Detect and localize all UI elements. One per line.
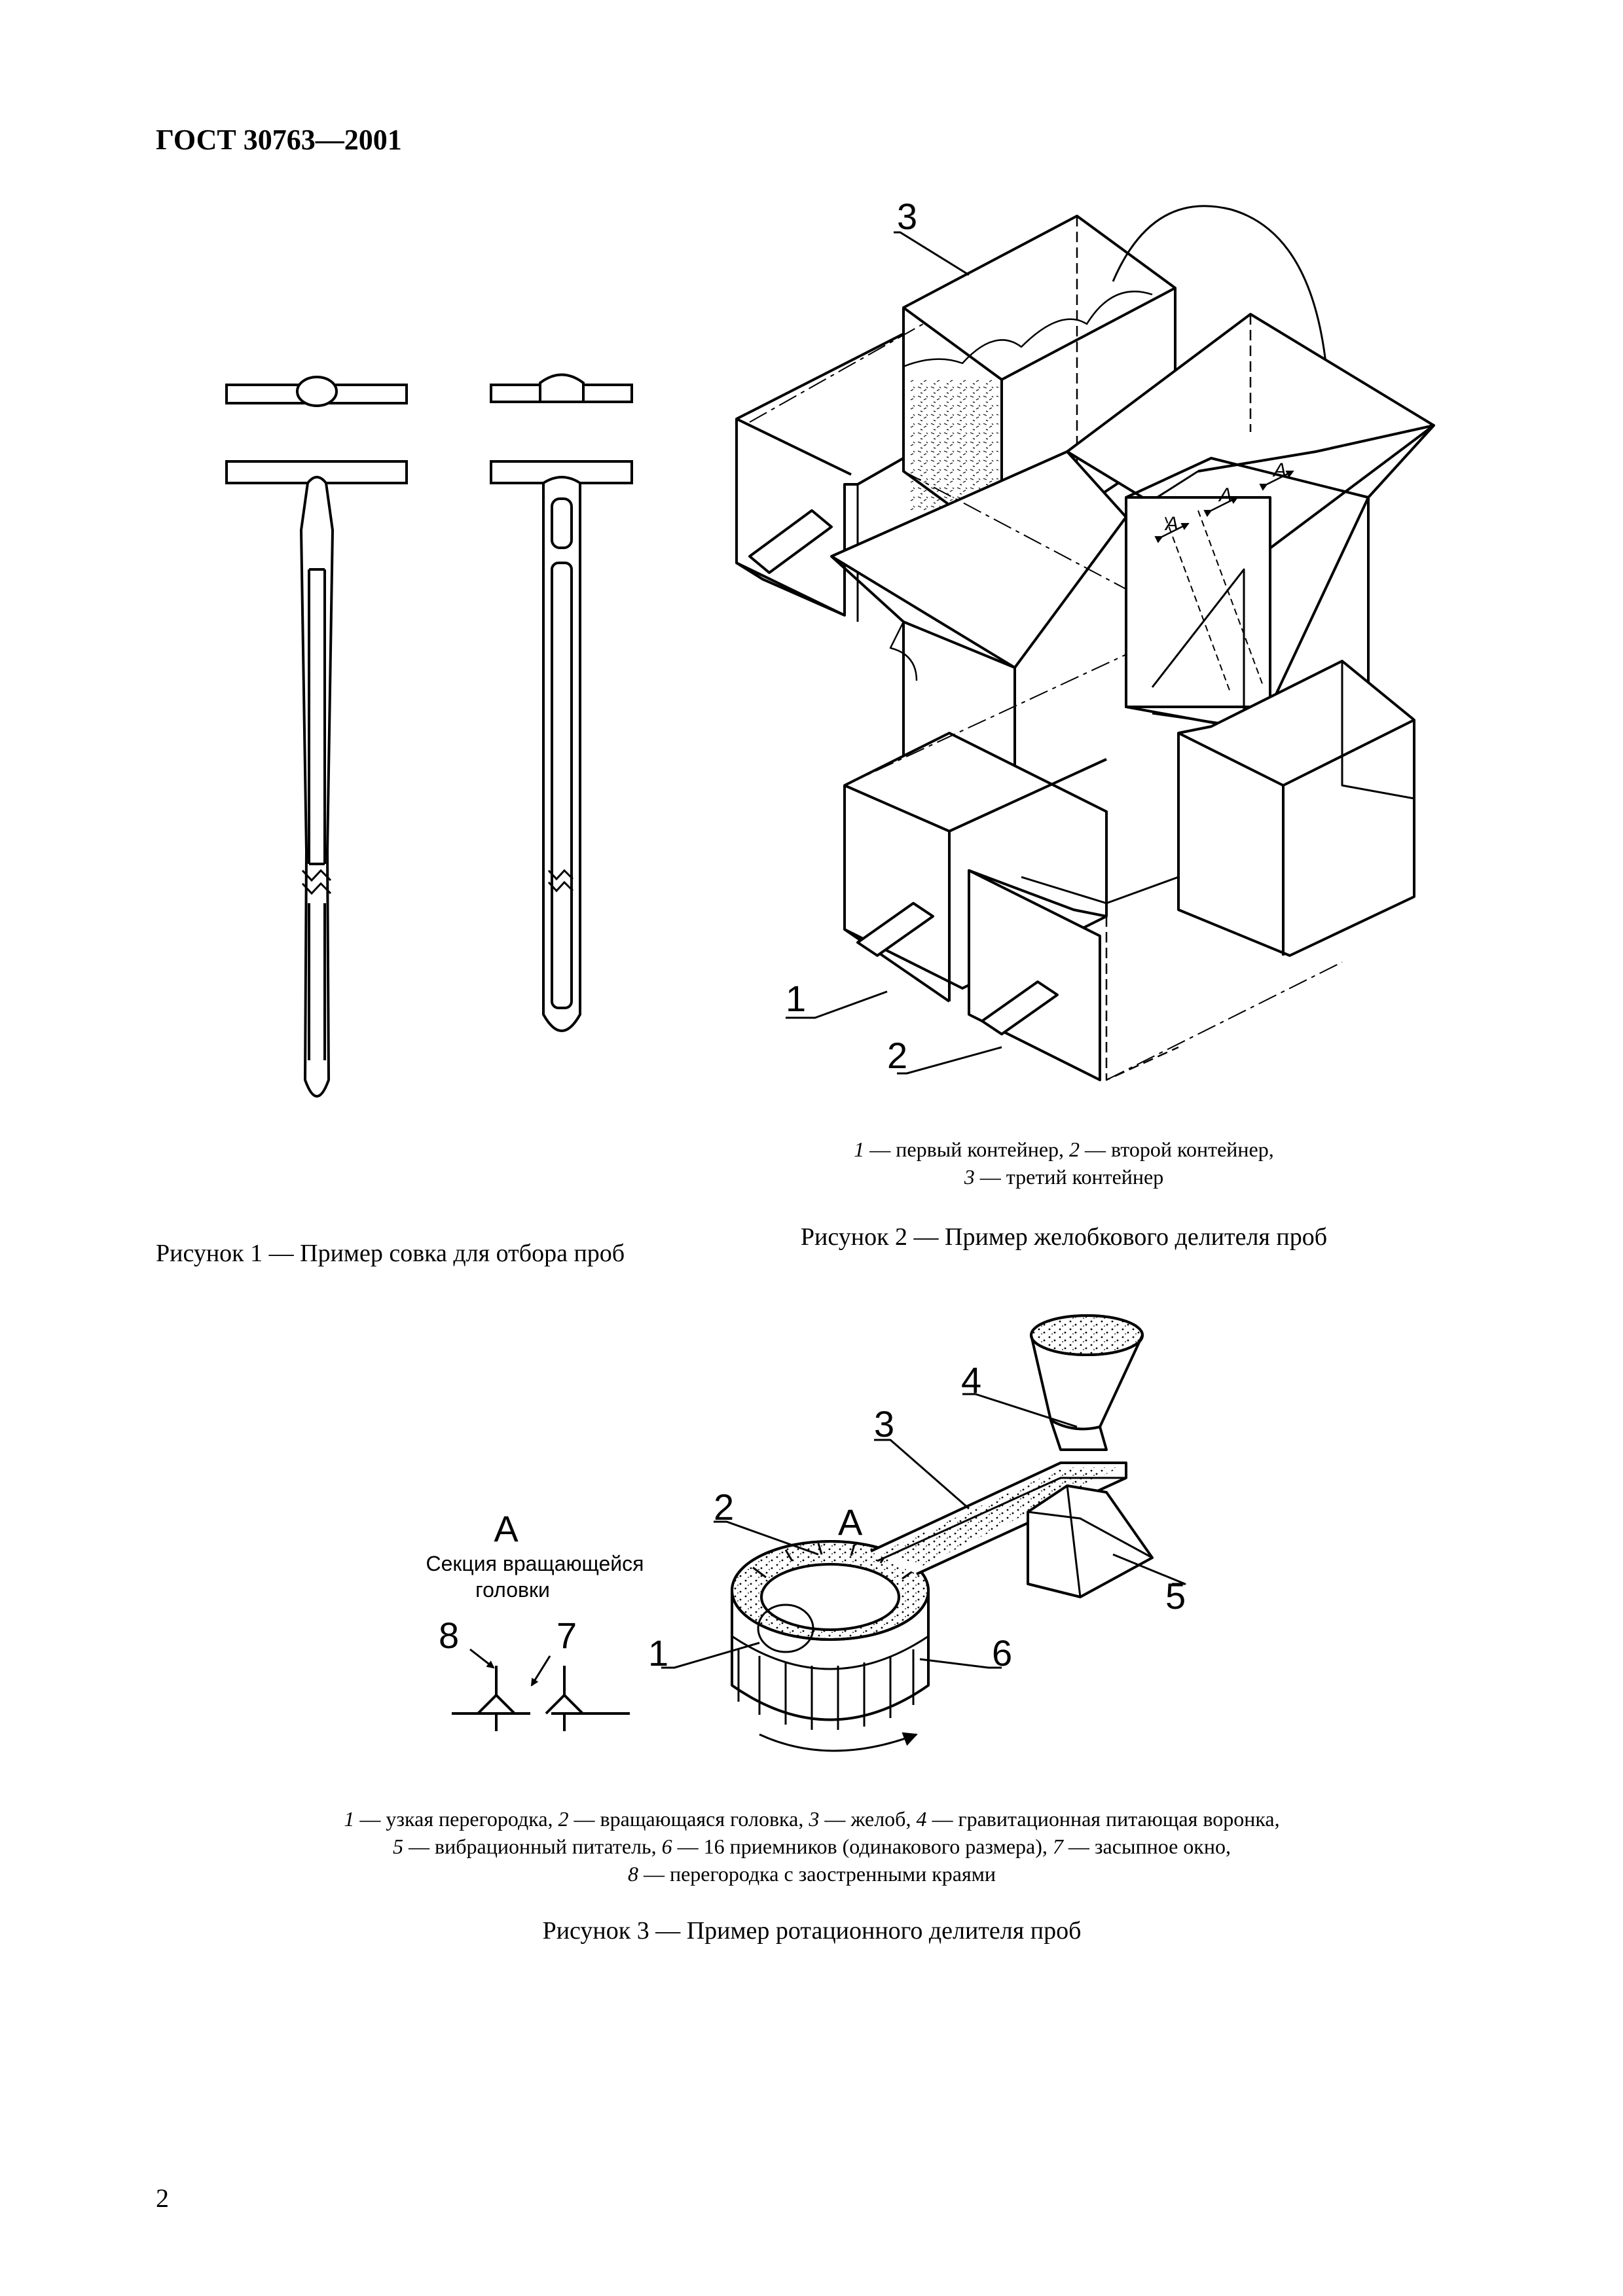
fig2-dim-a1: A: [1164, 513, 1178, 535]
fig3-label-4: 4: [961, 1359, 981, 1401]
fig2-legend-n3: 3: [964, 1165, 975, 1189]
fig3-label-8: 8: [439, 1615, 459, 1656]
fig2-caption: Рисунок 2 — Пример желобкового делителя …: [800, 1223, 1328, 1251]
page-number: 2: [156, 2183, 169, 2213]
fig3-label-6: 6: [992, 1632, 1012, 1674]
fig3-section-line1: Секция вращающейся: [426, 1552, 644, 1575]
fig3-legend-n5: 5: [393, 1835, 404, 1858]
fig2-dim-a2: A: [1218, 484, 1232, 506]
fig2-legend-t1: — первый контейнер,: [864, 1138, 1070, 1161]
fig2-splitter: [735, 205, 1435, 1081]
fig2-legend-t2: — второй контейнер,: [1080, 1138, 1274, 1161]
fig3-legend-n4: 4: [916, 1807, 927, 1831]
fig3-section-title: А: [494, 1508, 519, 1549]
fig3-legend-n7: 7: [1052, 1835, 1063, 1858]
fig1-scoop-left: [225, 376, 408, 1098]
fig2-legend-n1: 1: [854, 1138, 865, 1161]
fig3-legend-t5: — вибрационный питатель,: [403, 1835, 662, 1858]
fig3-label-7: 7: [556, 1615, 577, 1656]
fig3-legend-t2: — вращающаяся головка,: [568, 1807, 809, 1831]
fig3-label-3: 3: [874, 1403, 894, 1444]
fig2-legend-t3: — третий контейнер: [974, 1165, 1164, 1189]
fig2-legend-n2: 2: [1069, 1138, 1080, 1161]
fig2-label-3: 3: [897, 196, 917, 237]
fig3-legend-t3: — желоб,: [819, 1807, 917, 1831]
fig1-scoop-right: [490, 373, 633, 1032]
fig3-legend-t8: — перегородка с заостренными краями: [638, 1862, 996, 1886]
fig2-dim-a3: A: [1272, 459, 1286, 481]
fig2-label-2: 2: [887, 1035, 907, 1076]
fig3-caption: Рисунок 3 — Пример ротационного делителя…: [542, 1917, 1082, 1945]
fig2-label-1: 1: [786, 978, 806, 1019]
fig3-legend-n8: 8: [627, 1862, 638, 1886]
fig3-apparatus: [661, 1314, 1186, 1752]
fig3-section-line2: головки: [475, 1578, 550, 1602]
fig3-label-1: 1: [648, 1632, 668, 1674]
fig3-legend-t7: — засыпное окно,: [1063, 1835, 1231, 1858]
fig3-label-5: 5: [1165, 1575, 1186, 1617]
fig3-legend-n1: 1: [344, 1807, 355, 1831]
fig3-legend-n6: 6: [661, 1835, 672, 1858]
fig3-legend-t4: — гравитационная питающая воронка,: [926, 1807, 1280, 1831]
fig3-legend: 1 — узкая перегородка, 2 — вращающаяся г…: [196, 1805, 1427, 1888]
fig1-caption: Рисунок 1 — Пример совка для отбора проб: [156, 1240, 625, 1267]
fig3-label-a: A: [838, 1501, 863, 1543]
fig3-legend-n2: 2: [558, 1807, 569, 1831]
fig3-legend-t1: — узкая перегородка,: [354, 1807, 558, 1831]
fig2-legend: 1 — первый контейнер, 2 — второй контейн…: [769, 1136, 1359, 1191]
fig3-label-2: 2: [714, 1486, 734, 1528]
document-header: ГОСТ 30763—2001: [156, 124, 402, 156]
fig3-section-symbol: [452, 1648, 630, 1731]
fig3-legend-t6: — 16 приемников (одинакового размера),: [672, 1835, 1053, 1858]
fig3-legend-n3: 3: [809, 1807, 820, 1831]
